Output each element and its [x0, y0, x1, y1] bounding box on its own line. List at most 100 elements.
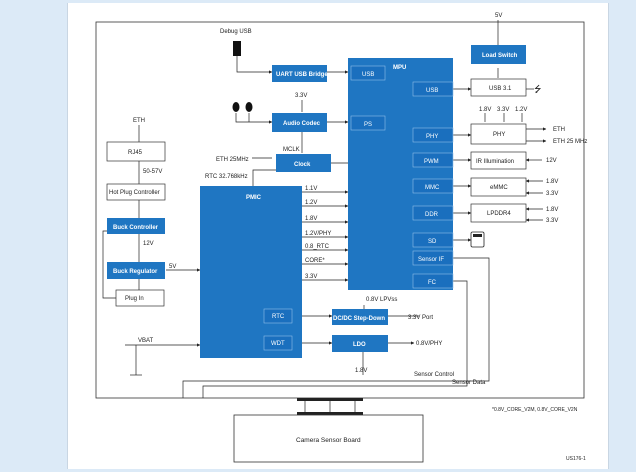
fc-label: FC — [428, 280, 437, 286]
clock-label: Clock — [294, 162, 311, 168]
ps-label: PS — [364, 122, 372, 128]
dcdc-label: DC/DC Step-Down — [333, 316, 385, 322]
buck-output-label: 12V — [143, 241, 154, 247]
debug-usb-label: Debug USB — [220, 29, 252, 35]
rj45-block — [106, 141, 166, 162]
usb-right-label: USB — [426, 88, 438, 94]
rtc-label: RTC — [272, 314, 285, 320]
usb-port-right — [412, 81, 454, 97]
mpu-label: MPU — [393, 65, 406, 71]
pmic-label: PMIC — [246, 195, 262, 201]
sensor-if-label: Sensor IF — [418, 257, 444, 263]
ldo-input-label: 1.8V — [355, 368, 367, 374]
buck-controller-block — [107, 218, 165, 234]
usb-plug-icon — [233, 41, 241, 56]
phy-supply-1: 1.8V — [479, 107, 491, 113]
phy-supply-2: 3.3V — [497, 107, 509, 113]
clock-block — [276, 154, 331, 172]
ext-phy-block — [470, 123, 527, 145]
uart-usb-bridge-block — [272, 65, 327, 82]
rail-label-6: CORE* — [305, 258, 325, 264]
phy-port — [412, 127, 454, 143]
rj45-label: RJ45 — [128, 150, 143, 156]
phy-supply-3: 1.2V — [515, 107, 527, 113]
input-voltage-label: 50-57V — [143, 169, 162, 175]
sd-port — [412, 232, 454, 248]
lpvss-label: 0.8V LPVss — [366, 297, 397, 303]
ddr-port — [412, 205, 454, 221]
hot-plug-controller-block — [106, 183, 166, 201]
lpddr4-supply-2: 3.3V — [546, 218, 558, 224]
dcdc-block — [332, 309, 388, 325]
camera-bus — [297, 398, 363, 401]
audio-codec-label: Audio Codec — [283, 121, 321, 127]
connectors — [102, 42, 547, 415]
ldo-label: LDO — [353, 342, 366, 348]
load-switch-input-label: 5V — [495, 13, 502, 19]
audio-supply-label: 3.3V — [295, 93, 307, 99]
phy-port-label: PHY — [426, 134, 438, 140]
vbat-label: VBAT — [138, 338, 154, 344]
ir-illumination-label: IR Illumination — [476, 159, 514, 165]
ext-phy-label: PHY — [493, 132, 505, 138]
eth-input-label: ETH — [133, 118, 145, 124]
usb-left-label: USB — [362, 72, 374, 78]
rail-label-2: 1.2V — [305, 200, 317, 206]
port-supply-label: 3.3V Port — [408, 315, 433, 321]
buck-regulator-output-label: 5V — [169, 264, 176, 270]
usb-symbol-icon: ⭍ — [534, 84, 542, 94]
sensor-control-label: Sensor Control — [414, 372, 454, 378]
ps-port — [350, 115, 386, 131]
figure-id: US176-1 — [566, 456, 586, 462]
wdt-label: WDT — [271, 341, 285, 347]
usb-port-left — [350, 65, 386, 81]
emmc-label: eMMC — [490, 185, 508, 191]
camera-sensor-board-block — [233, 414, 424, 463]
camera-sensor-board-label: Camera Sensor Board — [296, 437, 361, 444]
ir-supply-label: 12V — [546, 158, 557, 164]
rail-label-3: 1.8V — [305, 216, 317, 222]
sensor-if-port — [412, 250, 454, 266]
audio-codec-block — [272, 113, 327, 132]
camera-bus-lower — [297, 412, 363, 415]
lpddr4-supply-1: 1.8V — [546, 207, 558, 213]
pwm-label: PWM — [424, 159, 439, 165]
lpddr4-label: LPDDR4 — [487, 211, 511, 217]
sd-label: SD — [428, 239, 437, 245]
pmic-rails: 1.1V 1.2V 1.8V 1.2V/PHY 0.8_RTC CORE* 3.… — [305, 186, 331, 280]
emmc-supply-1: 1.8V — [546, 179, 558, 185]
emmc-block — [470, 177, 527, 197]
ldo-output-label: 0.8V/PHY — [416, 341, 442, 347]
pmic-block — [200, 186, 302, 358]
mclk-label: MCLK — [283, 147, 300, 153]
plug-in-label: Plug In — [125, 296, 144, 302]
mmc-port — [412, 178, 454, 194]
fc-port — [412, 273, 454, 289]
usb31-label: USB 3.1 — [489, 86, 512, 92]
rail-label-5: 0.8_RTC — [305, 244, 330, 250]
ir-illumination-block — [470, 151, 527, 170]
buck-controller-label: Buck Controller — [113, 225, 159, 231]
sensor-data-label: Sensor Data — [452, 380, 486, 386]
buck-regulator-label: Buck Regulator — [113, 269, 158, 275]
load-switch-block — [471, 45, 526, 64]
rtc-clock-label: RTC 32.768kHz — [205, 174, 248, 180]
ldo-block — [332, 335, 388, 352]
ddr-label: DDR — [425, 212, 439, 218]
pwm-port — [412, 152, 454, 168]
mmc-label: MMC — [425, 185, 440, 191]
hot-plug-controller-label: Hot Plug Controller — [109, 190, 160, 196]
load-switch-label: Load Switch — [482, 53, 518, 59]
rail-label-1: 1.1V — [305, 186, 317, 192]
buck-regulator-block — [107, 262, 165, 279]
uart-usb-bridge-label: UART USB Bridge — [276, 72, 328, 78]
rail-label-7: 3.3V — [305, 274, 317, 280]
eth-25mhz-label: ETH 25MHz — [216, 157, 249, 163]
footnote: *0.8V_CORE_V2M, 0.8V_CORE_V2N — [492, 407, 578, 413]
microphone-icon — [232, 102, 253, 112]
rtc-sub-block — [263, 308, 293, 324]
plug-in-block — [115, 289, 165, 307]
rail-label-4: 1.2V/PHY — [305, 231, 331, 237]
eth-output-label: ETH — [553, 127, 565, 133]
